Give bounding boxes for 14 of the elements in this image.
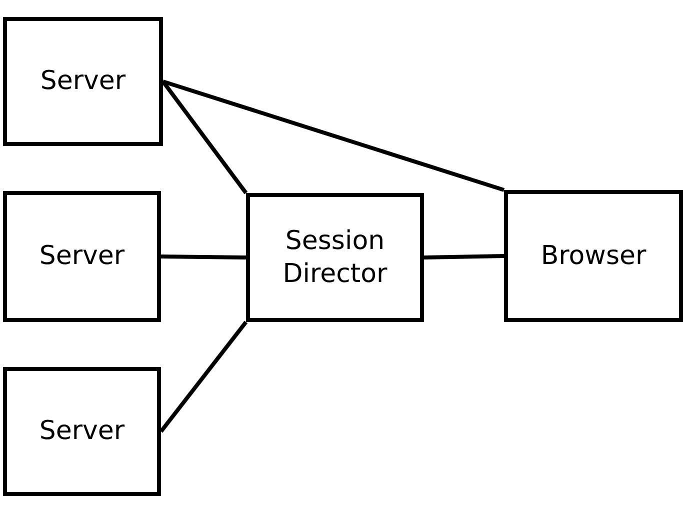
box-label: Server — [39, 240, 125, 273]
process-box — [246, 193, 424, 322]
box-label: Server — [39, 415, 125, 448]
box-label: Server — [40, 65, 126, 98]
connector-line — [162, 80, 505, 192]
box-label: Browser — [540, 240, 646, 272]
connector-line — [159, 320, 248, 433]
process-box — [3, 367, 161, 496]
process-box — [504, 190, 683, 322]
connector-line — [160, 254, 246, 260]
process-box — [3, 191, 161, 322]
connector-line — [424, 254, 504, 260]
process-box — [3, 17, 163, 146]
box-label: Session Director — [282, 225, 388, 290]
